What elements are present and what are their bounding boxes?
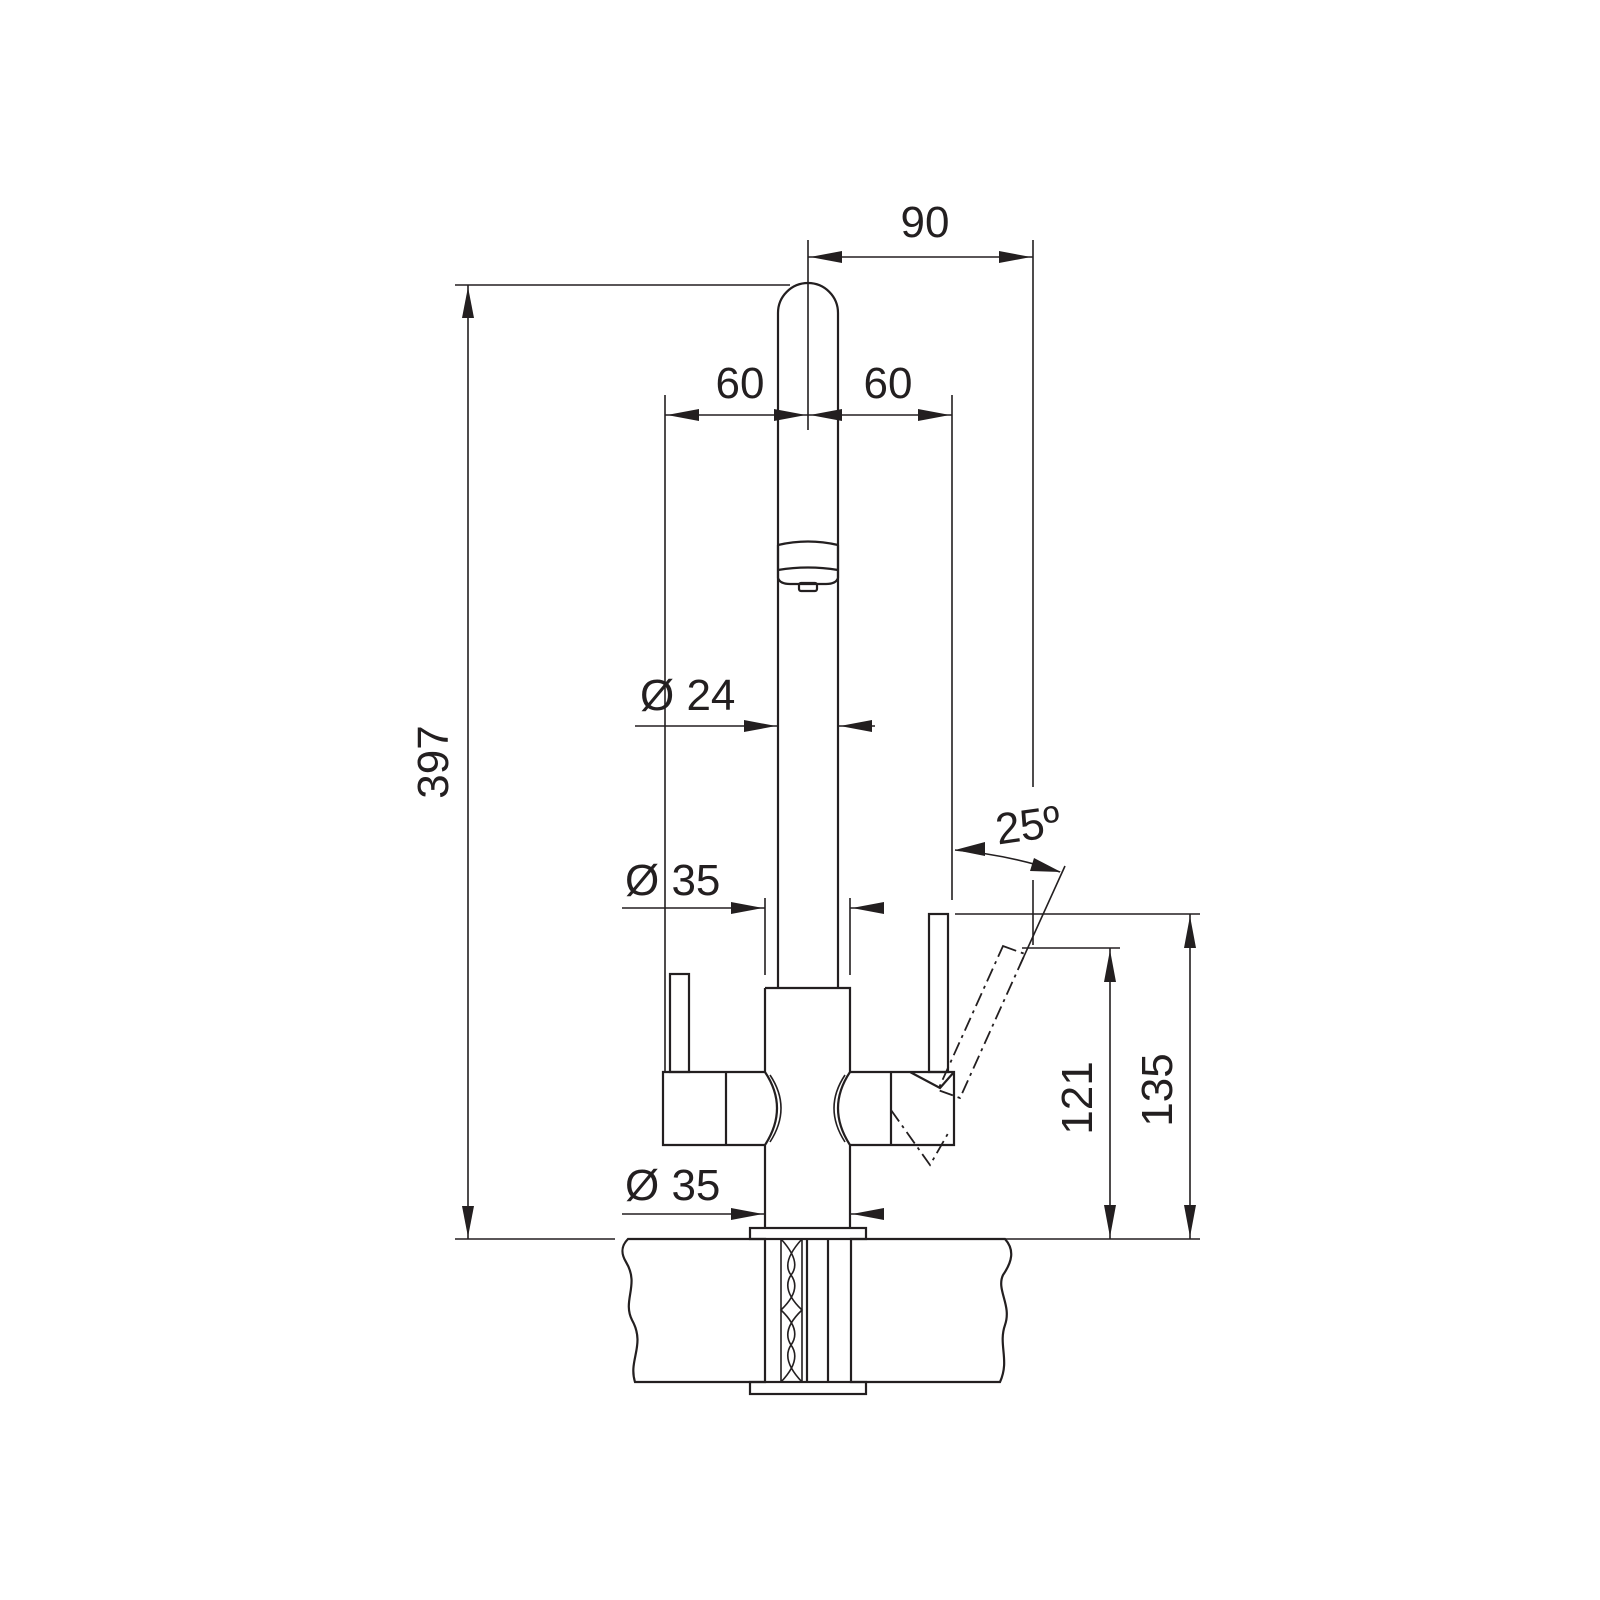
- faucet: [661, 281, 1027, 1228]
- body: [763, 986, 852, 1228]
- dim-body-diameter: Ø 35: [625, 856, 720, 905]
- right-lever: [927, 912, 950, 1074]
- dim-total-height: 397: [409, 725, 458, 798]
- dim-spout-diameter: Ø 24: [640, 671, 735, 720]
- aerator: [776, 540, 840, 593]
- countertop-right-hatch: [849, 1237, 1013, 1384]
- dim-lever-height-tilted: 121: [1053, 1061, 1102, 1134]
- supply-pipe: [805, 1239, 830, 1382]
- dim-left-offset: 60: [716, 359, 765, 408]
- base-flange: [748, 1226, 868, 1241]
- body-groove-left: [769, 1074, 782, 1143]
- dimension-lines: [455, 240, 1200, 1240]
- right-handle: [850, 912, 1027, 1167]
- dim-lever-angle: 25º: [992, 797, 1063, 855]
- dimension-labels: 397 90 60 60 Ø 24 Ø 35 Ø 35 25º 121 135: [409, 198, 1182, 1210]
- countertop-left-hatch: [621, 1237, 767, 1384]
- dim-right-offset: 60: [864, 359, 913, 408]
- braided-hose: [779, 1238, 804, 1383]
- dim-spout-reach: 90: [901, 198, 950, 247]
- left-handle: [661, 972, 765, 1147]
- mounting-assembly: [748, 1226, 868, 1396]
- body-groove-right: [833, 1074, 846, 1143]
- countertop-section: [621, 1237, 1013, 1384]
- dim-lever-height: 135: [1133, 1053, 1182, 1126]
- right-lever-tilted: [890, 944, 1027, 1167]
- dim-base-diameter: Ø 35: [625, 1161, 720, 1210]
- bottom-nut: [748, 1380, 868, 1396]
- left-lever: [668, 972, 691, 1074]
